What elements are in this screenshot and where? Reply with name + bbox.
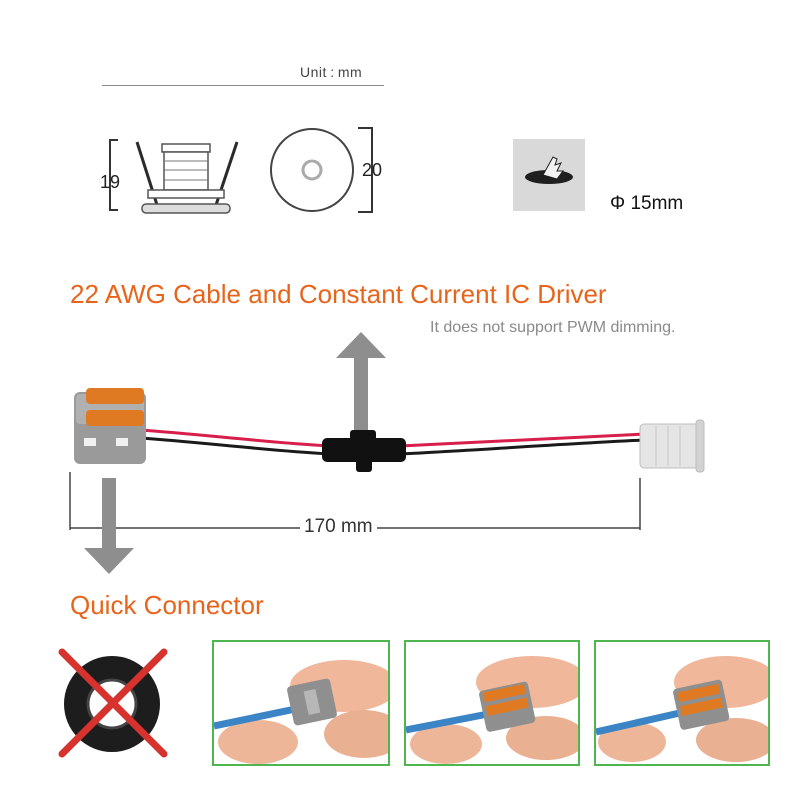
unit-divider [102, 85, 384, 86]
ic-driver [322, 430, 406, 472]
height-dimension: 19 [100, 172, 121, 192]
pwm-note: It does not support PWM dimming. [430, 319, 676, 336]
led-light [639, 419, 705, 473]
step-photo-locked [594, 640, 770, 766]
unit-label: Unit : mm [300, 64, 363, 80]
diameter-dimension: 20 [362, 160, 383, 180]
quick-connector [74, 388, 146, 464]
hole-size: Φ 15mm [610, 193, 684, 214]
cable-assembly [69, 332, 705, 574]
step-photo-insert-wire [212, 640, 390, 766]
cable-length: 170 mm [300, 516, 377, 538]
cable-title: 22 AWG Cable and Constant Current IC Dri… [70, 279, 607, 309]
connector-title: Quick Connector [70, 590, 264, 620]
no-tape-icon [58, 648, 168, 758]
down-arrow-icon [84, 478, 134, 574]
light-front-view [270, 127, 373, 213]
step-photo-open-levers [404, 640, 580, 766]
drill-hole-icon [513, 139, 585, 211]
light-side-profile [109, 139, 239, 214]
